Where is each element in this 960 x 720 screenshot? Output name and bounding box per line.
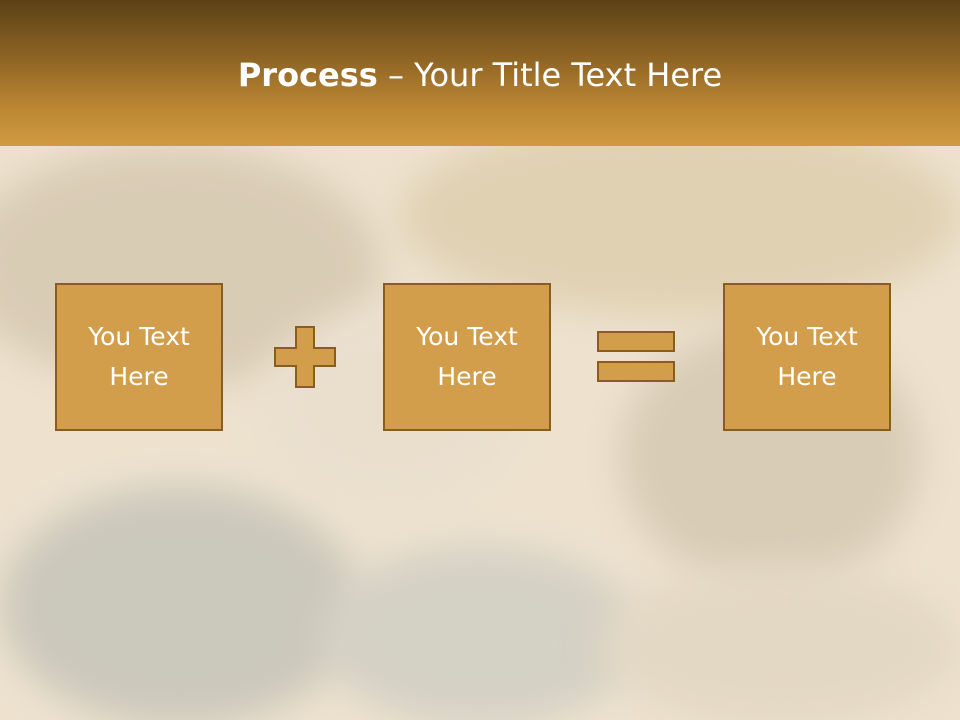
equals-icon (597, 331, 675, 382)
process-box-3: You Text Here (723, 283, 891, 431)
plus-icon (274, 326, 336, 388)
title-bold-text: Process (237, 56, 378, 94)
title-bar: Process – Your Title Text Here (0, 0, 960, 146)
process-box-2: You Text Here (383, 283, 551, 431)
process-box-2-text: You Text Here (416, 322, 518, 391)
process-box-1-text: You Text Here (88, 322, 190, 391)
title-rest-text: – Your Title Text Here (377, 56, 723, 94)
background-tint (0, 146, 960, 720)
process-box-1: You Text Here (55, 283, 223, 431)
process-box-3-text: You Text Here (756, 322, 858, 391)
slide-title: Process – Your Title Text Here (0, 53, 960, 97)
